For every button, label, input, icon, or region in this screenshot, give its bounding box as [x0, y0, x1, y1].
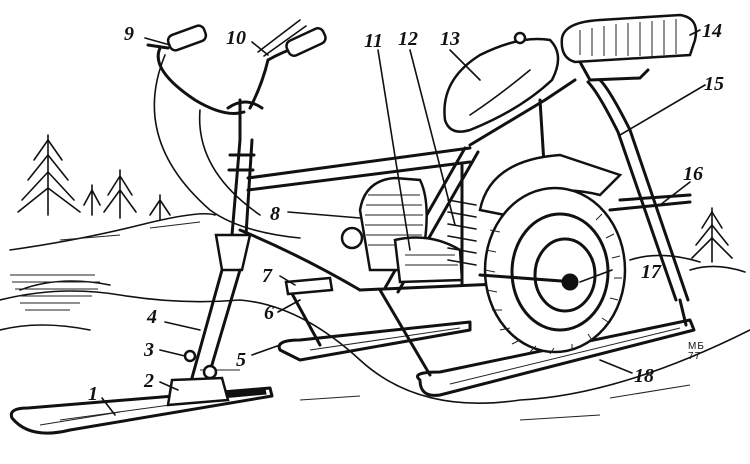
callout-7: 7	[262, 265, 272, 287]
signature-year: 77	[688, 351, 702, 362]
leader-lines	[101, 29, 706, 416]
shock-absorber	[447, 163, 477, 287]
callout-1: 1	[88, 383, 98, 405]
artist-signature: МБ 77	[688, 342, 705, 362]
seat	[560, 13, 698, 82]
callout-17: 17	[641, 261, 661, 283]
callout-14: 14	[702, 20, 722, 42]
callout-3: 3	[144, 339, 154, 361]
callout-9: 9	[124, 23, 134, 45]
callout-13: 13	[440, 28, 460, 50]
rear-skis	[277, 276, 696, 397]
callout-11: 11	[364, 30, 383, 52]
stream	[10, 274, 100, 311]
callout-4: 4	[147, 306, 157, 328]
callout-5: 5	[236, 349, 246, 371]
callout-16: 16	[683, 163, 703, 185]
signature-initials: МБ	[688, 341, 705, 352]
callout-8: 8	[270, 203, 280, 225]
callout-10: 10	[226, 27, 246, 49]
callout-6: 6	[264, 302, 274, 324]
handlebars	[146, 19, 327, 239]
callout-15: 15	[704, 73, 724, 95]
callout-12: 12	[398, 28, 418, 50]
rear-drive-wheel	[478, 153, 627, 355]
front-ski	[9, 386, 274, 435]
engine	[340, 176, 464, 284]
callout-18: 18	[634, 365, 654, 387]
fuel-tank	[443, 31, 560, 133]
tree-right	[629, 207, 746, 273]
background-landscape	[0, 134, 750, 421]
callout-2: 2	[144, 370, 154, 392]
steering-column	[166, 98, 264, 407]
tree-left	[17, 134, 171, 221]
